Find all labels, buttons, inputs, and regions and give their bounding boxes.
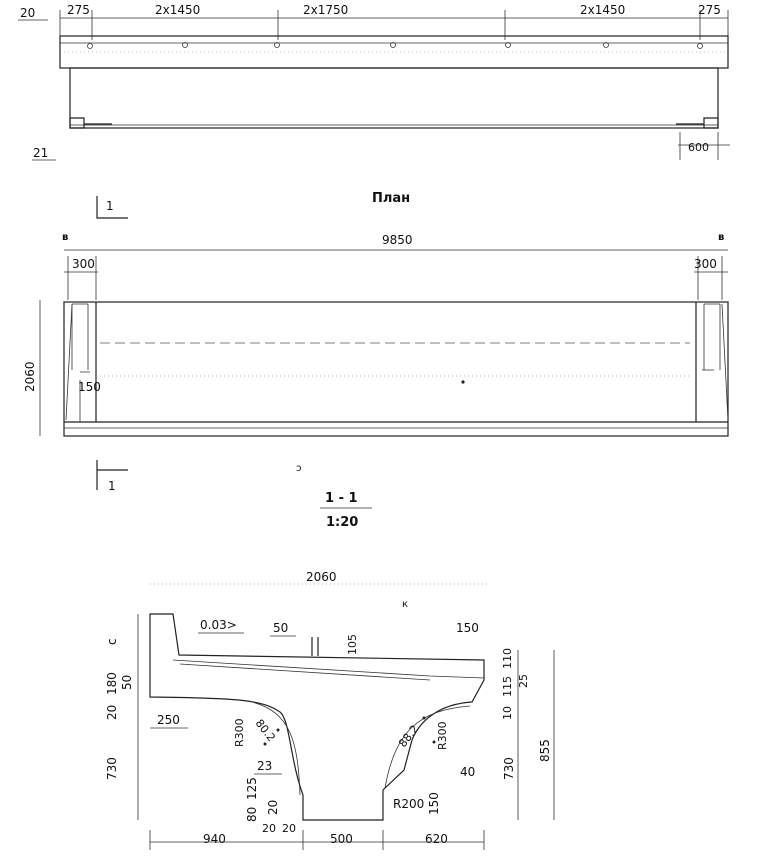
elevation-view: 20 275 2x1450 2x1750 2x1450 275 (18, 3, 730, 161)
section-outline (149, 613, 485, 821)
dim-23: 23 (257, 759, 272, 773)
left-20-bottom: 20 (266, 800, 280, 815)
dim-left-pair: 2x1450 (155, 3, 200, 17)
dim-center-pair: 2x1750 (303, 3, 348, 17)
plan-outline (63, 301, 729, 437)
bottom-620: 620 (425, 832, 448, 846)
left-c: с (105, 638, 119, 645)
support-left (69, 117, 112, 129)
dim-20-b: 20 (262, 822, 276, 835)
dim-105: 105 (346, 634, 359, 655)
left-20: 20 (105, 705, 119, 720)
slope-label: 0.03> (200, 618, 237, 632)
plan-view: План 1 в в 9850 300 300 2060 (23, 191, 729, 493)
beam-body (69, 67, 719, 129)
elevation-scale-label: 20 (20, 6, 35, 20)
support-right (676, 117, 719, 129)
side-marker-right: в (718, 232, 724, 243)
right-10: 10 (501, 706, 514, 720)
section-mark-k: к (402, 599, 408, 610)
elevation-footnote: 21 (33, 146, 48, 160)
left-125: 125 (245, 777, 259, 800)
right-110: 110 (501, 648, 514, 669)
dim-50: 50 (273, 621, 288, 635)
section-marker-bottom: 1 (108, 479, 116, 493)
left-50: 50 (120, 675, 134, 690)
dim-right-pair: 2x1450 (580, 3, 625, 17)
plan-title: План (372, 191, 410, 206)
section-view: 1 - 1 1:20 2060 к 0.03> 50 105 150 с 180… (105, 491, 555, 850)
r300-left: R300 (233, 718, 246, 747)
dim-end-right: 275 (698, 3, 721, 17)
dim-40: 40 (460, 765, 475, 779)
right-730: 730 (502, 757, 516, 780)
dim-150-top: 150 (456, 621, 479, 635)
lifting-loops (87, 42, 703, 49)
section-title: 1 - 1 (325, 491, 358, 506)
end-width-left: 300 (72, 257, 95, 271)
dim-80-2-left: 80.2 (253, 717, 278, 744)
left-730: 730 (105, 757, 119, 780)
left-80: 80 (245, 807, 259, 822)
right-855: 855 (538, 739, 552, 762)
right-115: 115 (501, 676, 514, 697)
rib-offset-dim: 150 (78, 380, 101, 394)
dim-150-bottom: 150 (427, 792, 441, 815)
side-marker-left: в (62, 232, 68, 243)
overall-length-dim: 9850 (382, 233, 413, 247)
r200: R200 (393, 797, 424, 811)
end-width-right: 300 (694, 257, 717, 271)
support-length-dim: 600 (688, 141, 709, 154)
section-top-width: 2060 (306, 570, 337, 584)
dim-250: 250 (157, 713, 180, 727)
section-marker-top: 1 (106, 199, 114, 213)
dim-88-2-right: 88.2 (396, 723, 421, 750)
left-180: 180 (105, 672, 119, 695)
dim-end-left: 275 (67, 3, 90, 17)
section-scale: 1:20 (326, 515, 358, 530)
right-25: 25 (517, 674, 530, 688)
r300-right: R300 (436, 721, 449, 750)
plan-width-dim: 2060 (23, 361, 37, 392)
stray-mark: ɔ (296, 463, 302, 474)
dim-20-a: 20 (282, 822, 296, 835)
bottom-940: 940 (203, 832, 226, 846)
bottom-500: 500 (330, 832, 353, 846)
